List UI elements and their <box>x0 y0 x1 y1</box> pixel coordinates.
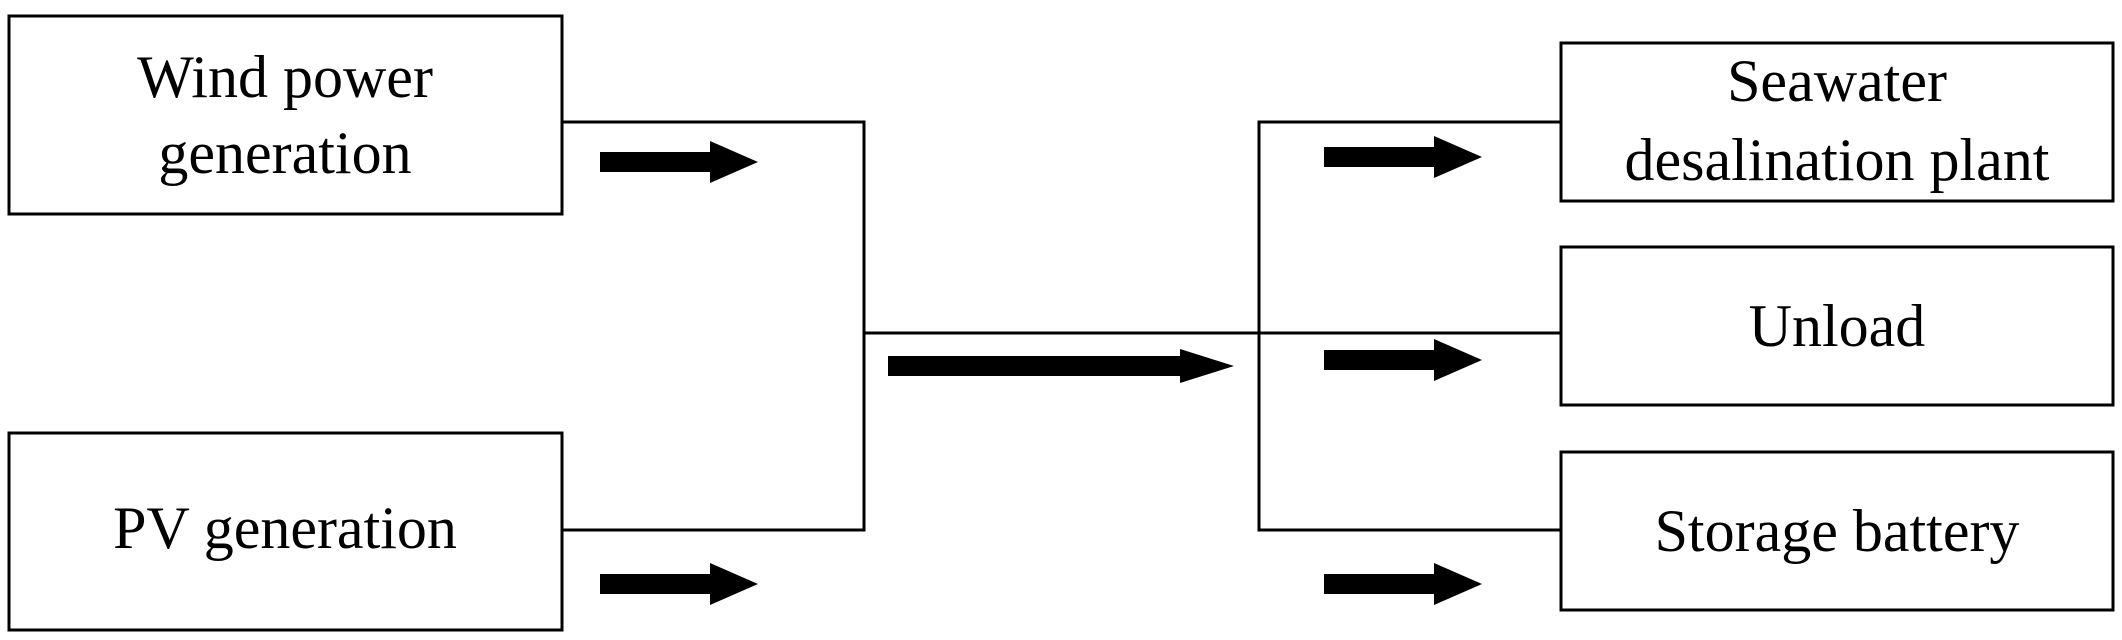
pv-flow-arrow <box>600 563 758 605</box>
pv-generation-label: PV generation <box>113 495 457 561</box>
storage-battery-node: Storage battery <box>1559 450 2115 612</box>
wind-power-label-line-1: Wind power <box>137 44 433 110</box>
main-flow-arrow <box>888 349 1234 383</box>
wind-connector <box>562 120 866 532</box>
distribution-connector <box>1257 120 1561 532</box>
wind-power-node: Wind power generation <box>7 14 564 216</box>
wind-power-label-line-2: generation <box>158 120 411 186</box>
unload-flow-arrow <box>1324 339 1482 381</box>
desalination-label-line-2: desalination plant <box>1625 127 2050 193</box>
desalination-plant-node: Seawater desalination plant <box>1559 41 2115 203</box>
unload-node: Unload <box>1559 245 2115 407</box>
battery-flow-arrow <box>1324 563 1482 605</box>
desalination-flow-arrow <box>1324 136 1482 178</box>
desalination-label-line-1: Seawater <box>1727 48 1947 114</box>
pv-generation-node: PV generation <box>7 431 564 632</box>
unload-label: Unload <box>1749 293 1926 359</box>
wind-flow-arrow <box>600 141 758 183</box>
storage-battery-label: Storage battery <box>1655 498 2020 564</box>
